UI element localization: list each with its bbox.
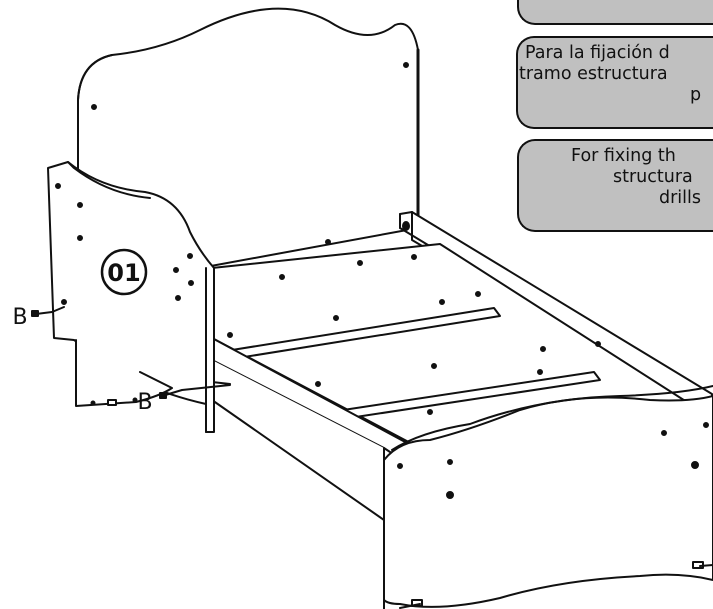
note-en-line-3: drills [659, 188, 702, 208]
side-panel-left [47, 161, 215, 433]
screw-b-lower [159, 384, 231, 399]
note-en-line-1: For fixing th [571, 146, 676, 166]
footboard-panel [383, 385, 713, 609]
note-es-line-3: p [690, 85, 702, 105]
step-number: 01 [107, 259, 140, 287]
screw-label-lower: B [137, 390, 152, 415]
note-en-line-2: structura [613, 167, 693, 187]
step-number-badge [100, 248, 148, 296]
note-box-top [517, 0, 713, 25]
note-es-line-1: Para la fijación d [525, 43, 670, 63]
note-box-english: For fixing th structura drills [517, 139, 713, 232]
note-box-spanish: Para la fijación d tramo estructura p [516, 36, 713, 129]
screw-b-left [31, 306, 65, 317]
screw-label-left: B [12, 305, 27, 330]
note-es-line-2: tramo estructura [519, 64, 668, 84]
